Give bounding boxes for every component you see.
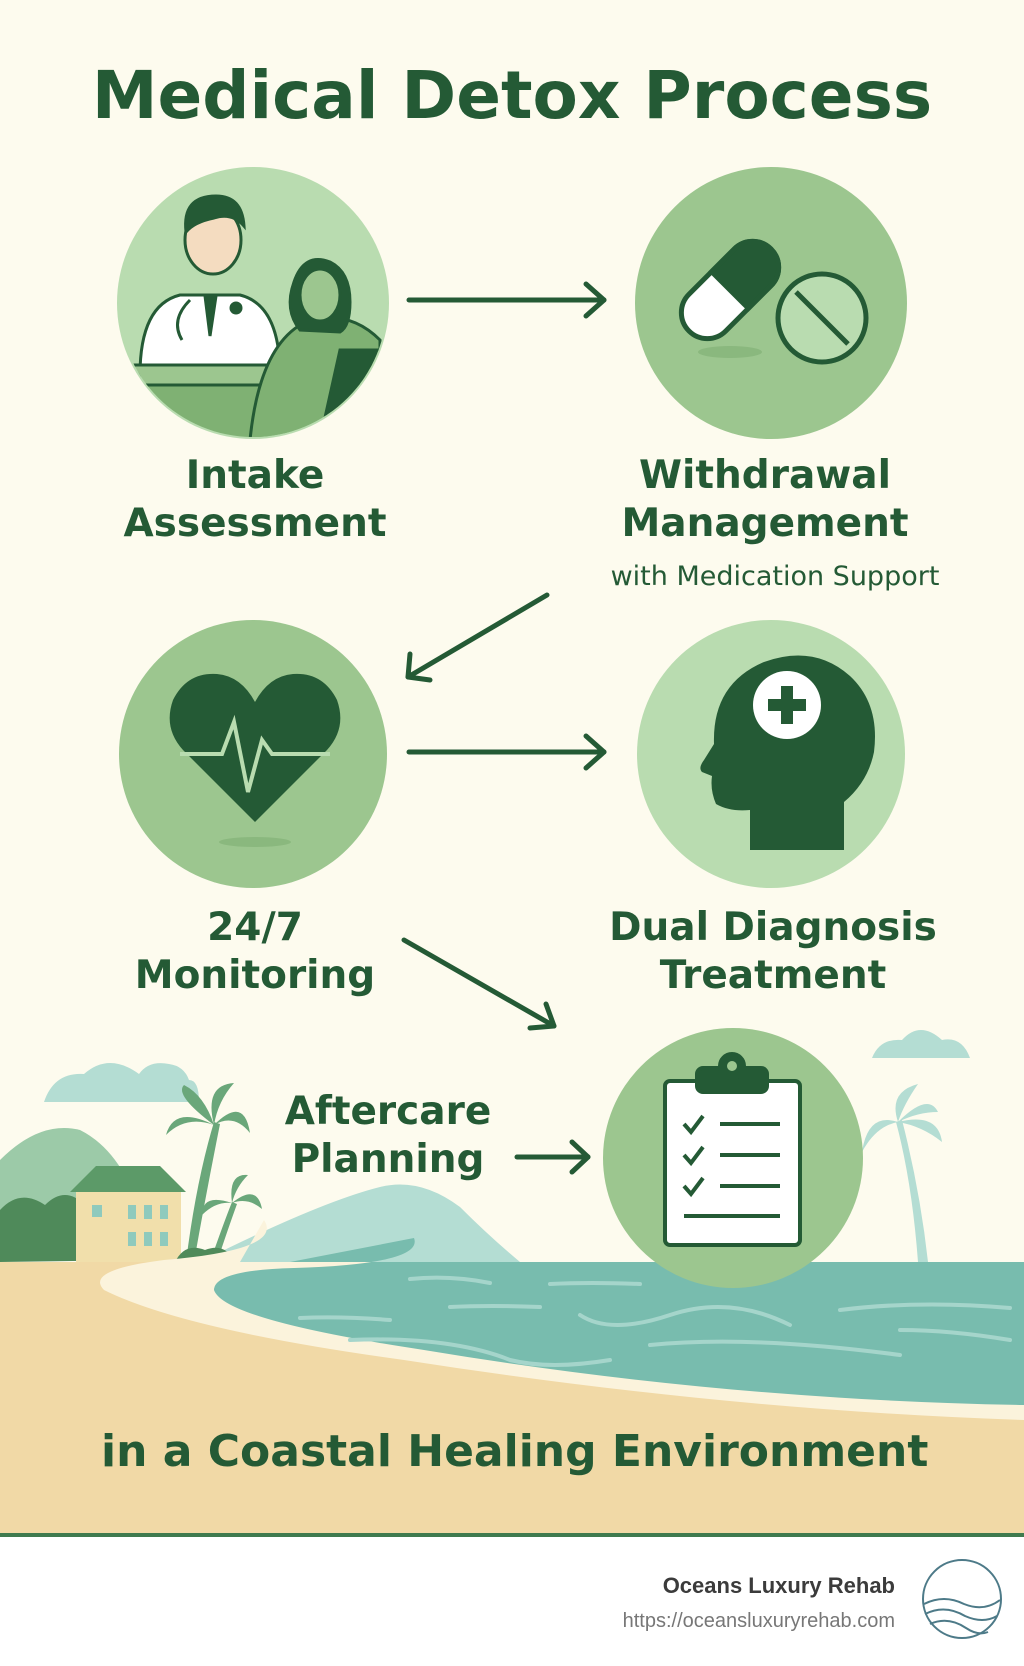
waves <box>298 1275 1012 1367</box>
heartbeat-icon <box>169 673 341 847</box>
step-label-line1: Withdrawal <box>639 453 891 498</box>
mountain <box>200 1184 520 1262</box>
arrow-down-left-icon <box>405 592 550 683</box>
step-label-line2: Planning <box>292 1137 485 1182</box>
head-plus-icon <box>700 655 875 850</box>
arrow-right-icon <box>514 1139 591 1175</box>
clipboard-checklist-icon <box>663 1052 802 1247</box>
step-intake-assessment: Intake Assessment <box>117 167 389 546</box>
step-label-line1: Intake <box>186 453 325 498</box>
step-label-line2: Treatment <box>660 953 886 998</box>
ocean-logo-icon <box>922 1559 1002 1639</box>
palm-tree-icon <box>862 1084 942 1262</box>
step-label-line2: Assessment <box>124 501 387 546</box>
step-dual-diagnosis: Dual Diagnosis Treatment <box>609 620 937 998</box>
divider <box>0 1533 1024 1537</box>
tagline: in a Coastal Healing Environment <box>101 1426 928 1477</box>
step-label-line2: Monitoring <box>135 953 375 998</box>
step-label-line1: Aftercare <box>285 1089 492 1134</box>
step-label-line1: Dual Diagnosis <box>609 905 937 950</box>
page-title: Medical Detox Process <box>92 57 932 134</box>
building-icon <box>70 1166 186 1262</box>
footer-url[interactable]: https://oceansluxuryrehab.com <box>623 1610 895 1632</box>
step-label-line1: 24/7 <box>207 905 303 950</box>
step-sublabel: with Medication Support <box>611 561 940 592</box>
arrow-down-right-icon <box>401 937 557 1031</box>
cloud-icon <box>872 1030 970 1058</box>
step-label-line2: Management <box>621 501 908 546</box>
coastal-scenery <box>0 1030 1024 1535</box>
arrow-right-icon <box>406 733 607 771</box>
step-24-7-monitoring: 24/7 Monitoring <box>119 620 387 998</box>
arrow-right-icon <box>406 281 607 319</box>
footer <box>0 1537 1024 1666</box>
footer-brand: Oceans Luxury Rehab <box>663 1573 895 1598</box>
step-aftercare-planning: Aftercare Planning <box>285 1028 863 1288</box>
cloud-icon <box>44 1063 199 1102</box>
step-withdrawal-management: Withdrawal Management with Medication Su… <box>611 167 940 592</box>
pills-icon <box>678 238 869 365</box>
palm-tree-icon <box>166 1083 262 1262</box>
